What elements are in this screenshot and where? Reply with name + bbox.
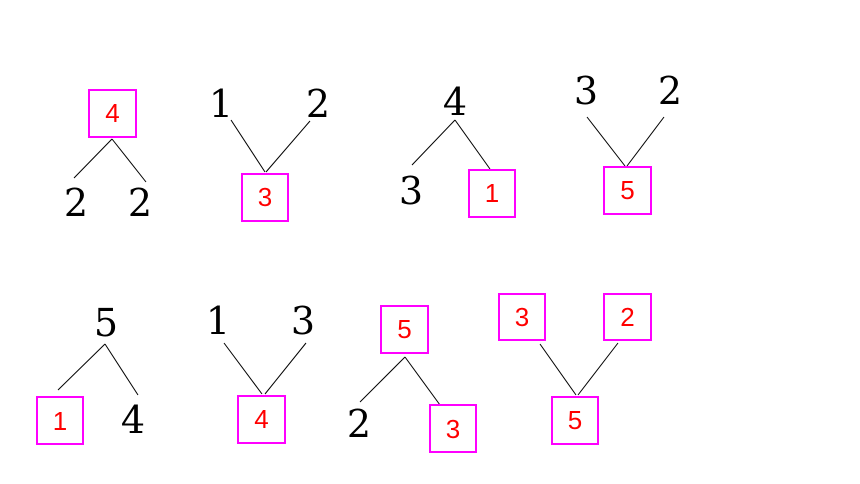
bond-line-left <box>359 356 406 403</box>
number-bond-4: 3 2 5 <box>574 69 682 215</box>
answer-value: 4 <box>105 98 119 128</box>
number-bond-8: 3 2 5 <box>498 293 652 445</box>
answer-box <box>468 169 516 218</box>
answer-value: 3 <box>258 182 272 212</box>
answer-box <box>237 395 286 444</box>
part-top: 5 <box>94 301 118 345</box>
number-bond-5: 5 1 4 <box>36 301 145 445</box>
bond-line-right <box>577 342 619 396</box>
part-left: 1 <box>206 299 230 343</box>
answer-value-right: 3 <box>446 414 460 444</box>
part-left: 2 <box>347 402 371 446</box>
answer-box-bottom <box>551 396 599 445</box>
answer-box <box>36 396 84 445</box>
answer-value-bottom: 5 <box>568 405 582 435</box>
answer-value: 4 <box>254 404 268 434</box>
answer-value-top: 5 <box>397 314 411 344</box>
answer-value: 5 <box>620 175 634 205</box>
part-right: 2 <box>128 181 152 225</box>
bond-line-left <box>539 343 577 396</box>
part-left: 3 <box>574 69 598 113</box>
number-bond-7: 5 2 3 <box>347 305 477 453</box>
bond-line-left <box>73 138 113 179</box>
answer-box-right <box>429 404 477 453</box>
bond-line-right <box>454 119 491 170</box>
bond-line-left <box>223 342 263 395</box>
answer-value: 1 <box>485 178 499 208</box>
answer-box <box>88 89 137 138</box>
part-right: 2 <box>306 82 330 126</box>
answer-box-right <box>603 293 652 341</box>
answer-box <box>603 166 652 215</box>
answer-value-right: 2 <box>620 302 634 332</box>
bond-line-right <box>264 342 307 395</box>
bond-line-right <box>104 343 139 396</box>
bond-line-right <box>111 138 147 183</box>
part-left: 2 <box>64 181 88 225</box>
number-bond-6: 1 3 4 <box>206 299 315 444</box>
number-bond-2: 1 2 3 <box>209 82 330 222</box>
bond-line-right <box>626 116 665 167</box>
answer-box-left <box>498 293 546 341</box>
part-top: 4 <box>443 80 467 124</box>
answer-value: 1 <box>53 406 67 436</box>
bond-line-left <box>57 343 106 391</box>
bond-line-left <box>230 119 266 173</box>
answer-value-left: 3 <box>515 302 529 332</box>
bond-line-right <box>265 120 311 173</box>
number-bond-3: 4 3 1 <box>399 80 516 218</box>
bond-line-left <box>586 116 626 167</box>
part-left: 3 <box>399 169 423 213</box>
part-left: 1 <box>209 82 233 126</box>
answer-box <box>241 173 289 222</box>
part-right: 3 <box>291 299 315 343</box>
bond-line-left <box>411 119 456 166</box>
part-right: 2 <box>658 69 682 113</box>
bond-line-right <box>404 356 441 406</box>
answer-box-top <box>380 305 429 354</box>
number-bond-1: 4 2 2 <box>64 89 152 225</box>
part-right: 4 <box>121 398 145 442</box>
